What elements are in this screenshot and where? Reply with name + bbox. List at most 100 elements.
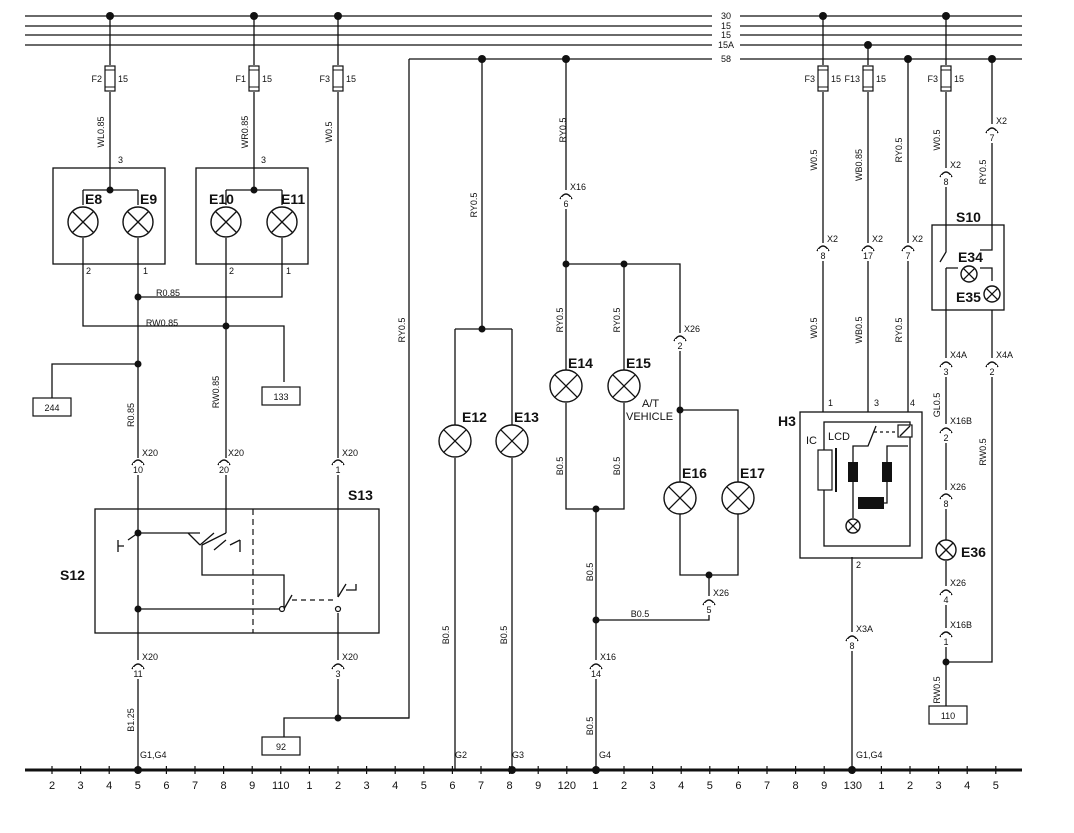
pin-number: 3 <box>261 155 266 165</box>
label-s10: S10 <box>956 209 981 225</box>
connector-pin: 8 <box>849 641 854 651</box>
bus-label: 15A <box>718 40 734 50</box>
connector-name: X2 <box>950 160 961 170</box>
component-boxes <box>52 167 1005 634</box>
connector-name: X26 <box>713 588 729 598</box>
connector-pin: 10 <box>133 465 143 475</box>
label-h3: H3 <box>778 413 796 429</box>
connector-pin: 8 <box>820 251 825 261</box>
wire-label: B0.5 <box>555 457 565 476</box>
wire-label: B0.5 <box>585 563 595 582</box>
connector-pin: 1 <box>943 637 948 647</box>
connector-pin: 7 <box>989 133 994 143</box>
lamp-e36 <box>935 539 957 561</box>
label-e36: E36 <box>961 544 986 560</box>
scale-number: 8 <box>507 780 513 792</box>
pin-number: 2 <box>856 560 861 570</box>
pin-number: 3 <box>118 155 123 165</box>
wire-label: RY0.5 <box>612 308 622 333</box>
connector-name: X2 <box>827 234 838 244</box>
wire-label: WR0.85 <box>240 116 250 149</box>
scale-number: 8 <box>793 780 799 792</box>
reference-number: 92 <box>276 742 286 752</box>
component-labels: E8 E9 E10 E11 E12 E13 E14 E15 E16 E17 E3… <box>60 191 986 583</box>
scale-number: 1 <box>878 780 884 792</box>
label-e9: E9 <box>140 191 157 207</box>
wire-label: R0.85 <box>156 288 180 298</box>
label-e16: E16 <box>682 465 707 481</box>
wire-label: RW0.5 <box>978 438 988 465</box>
wire-label: W0.5 <box>809 317 819 338</box>
wire-label: W0.5 <box>324 121 334 142</box>
lamp-e10 <box>210 206 242 238</box>
connector-pin: 11 <box>133 669 142 679</box>
label-vehicle: VEHICLE <box>626 411 673 423</box>
scale-number: 5 <box>707 780 713 792</box>
connector-name: X20 <box>228 448 244 458</box>
connector-name: X20 <box>342 652 358 662</box>
lamps <box>67 206 1001 561</box>
scale-number: 7 <box>764 780 770 792</box>
scale-number: 3 <box>936 780 942 792</box>
scale-number: 5 <box>421 780 427 792</box>
label-s12: S12 <box>60 567 85 583</box>
connector-name: X4A <box>950 350 967 360</box>
connector: 7X2 <box>985 116 1007 143</box>
wire-label: RW0.5 <box>932 676 942 703</box>
connector-name: X2 <box>912 234 923 244</box>
scale-number: 4 <box>392 780 398 792</box>
connector-name: X16 <box>570 182 586 192</box>
fuse-name: F2 <box>91 74 102 84</box>
reference-number: 133 <box>273 392 288 402</box>
wire-label: WB0.5 <box>854 316 864 343</box>
s12-s13-housing <box>94 508 380 634</box>
e8-e9-housing <box>52 167 166 265</box>
connectors: 10X2020X201X2011X203X206X1614X162X265X26… <box>131 116 1013 679</box>
scale-number: 2 <box>907 780 913 792</box>
bus-label: 58 <box>721 54 731 64</box>
lamp-e13 <box>495 424 529 458</box>
fuse-rating: 15 <box>954 74 964 84</box>
power-buses: 30 15 15 15A 58 <box>25 10 1022 66</box>
scale-number: 7 <box>192 780 198 792</box>
scale-number: 110 <box>272 780 290 792</box>
wire-label: RW0.85 <box>211 376 221 408</box>
connector-name: X4A <box>996 350 1013 360</box>
scale-number: 4 <box>964 780 970 792</box>
connector-pin: 3 <box>335 669 340 679</box>
scale-number: 2 <box>49 780 55 792</box>
label-e34: E34 <box>958 249 983 265</box>
label-e12: E12 <box>462 409 487 425</box>
label-e17: E17 <box>740 465 765 481</box>
scale-number: 8 <box>221 780 227 792</box>
connector-pin: 2 <box>989 367 994 377</box>
fuse-name: F13 <box>844 74 860 84</box>
connector-pin: 2 <box>677 341 682 351</box>
label-lcd: LCD <box>828 431 850 443</box>
connector: 8X2 <box>816 234 838 261</box>
reference-box: 110 <box>928 705 968 725</box>
pin-number: 3 <box>874 398 879 408</box>
connector-pin: 8 <box>943 499 948 509</box>
lamp-e34 <box>960 265 978 283</box>
scale-number: 3 <box>364 780 370 792</box>
e10-e11-housing <box>195 167 309 265</box>
connector-name: X26 <box>684 324 700 334</box>
pin-number: 1 <box>828 398 833 408</box>
wire-label: B1.25 <box>126 708 136 732</box>
wire-label: RY0.5 <box>894 138 904 163</box>
wire-label: RY0.5 <box>555 308 565 333</box>
scale-number: 5 <box>993 780 999 792</box>
junction-dots <box>106 12 996 774</box>
reference-number: 244 <box>44 403 59 413</box>
